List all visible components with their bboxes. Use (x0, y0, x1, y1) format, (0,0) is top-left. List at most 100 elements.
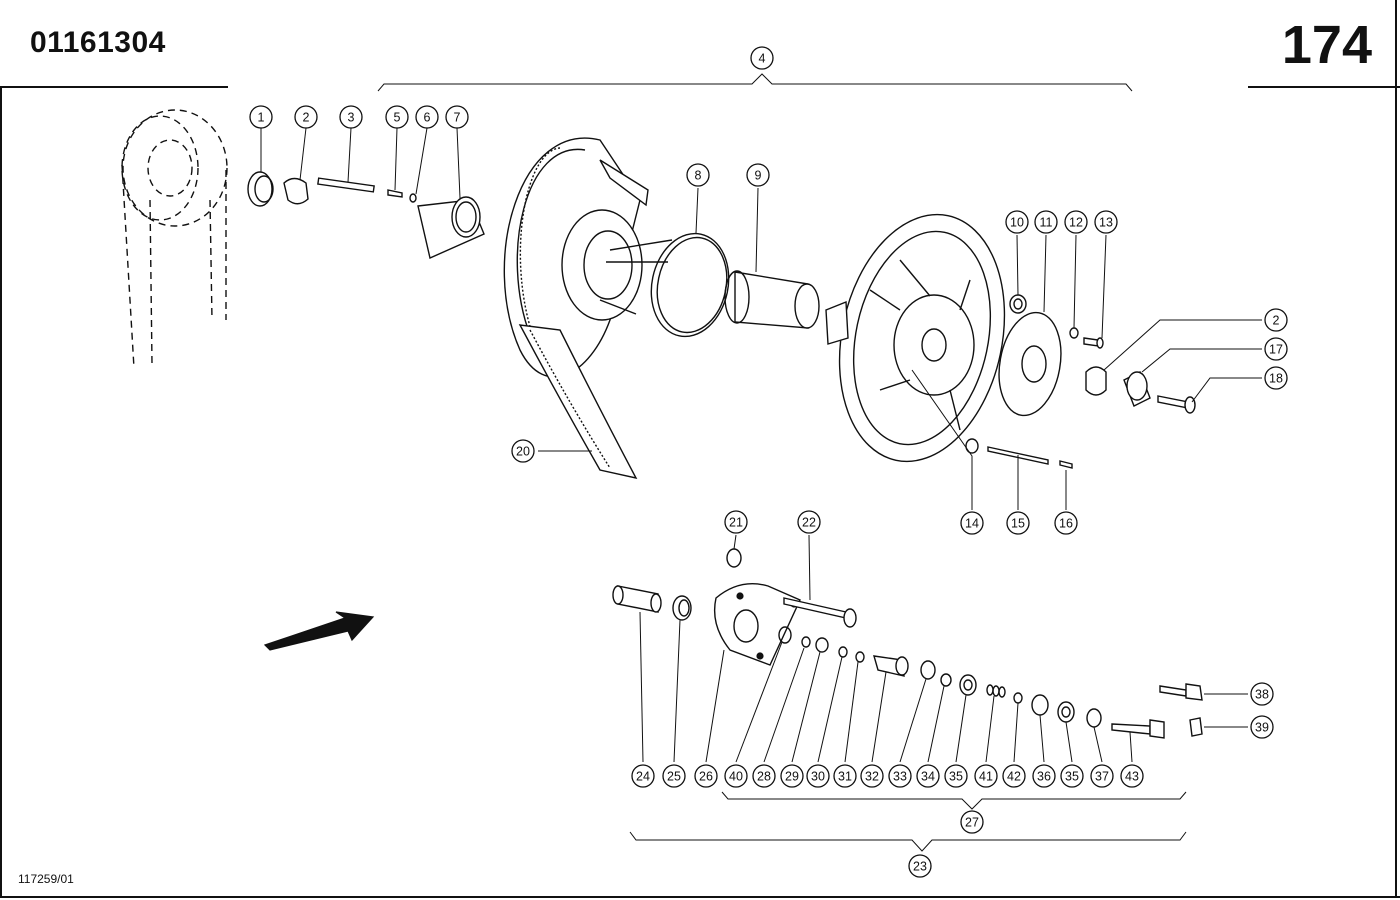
part-spoked-wheel-4 (825, 213, 1006, 463)
callout-label: 15 (1011, 517, 1025, 531)
callout-circle (1094, 210, 1118, 234)
drawing-reference: 117259/01 (18, 872, 74, 886)
callout-circle (385, 105, 409, 129)
part-screw-13 (1083, 337, 1104, 349)
callout-21: 21 (724, 510, 748, 534)
callout-12: 12 (1064, 210, 1088, 234)
callout-label: 17 (1269, 343, 1283, 357)
callout-circle (724, 764, 748, 788)
callout-8: 8 (686, 163, 710, 187)
callout-circle (780, 764, 804, 788)
part-washer-12 (1069, 327, 1079, 339)
callout-circle (249, 105, 273, 129)
callout-circle (511, 439, 535, 463)
callout-label: 7 (454, 111, 461, 125)
callout-label: 5 (394, 111, 401, 125)
callout-13: 13 (1094, 210, 1118, 234)
callout-41: 41 (974, 764, 998, 788)
callout-circle (662, 764, 686, 788)
callout-label: 21 (729, 516, 743, 530)
callout-27: 27 (960, 810, 984, 834)
callout-24: 24 (631, 764, 655, 788)
callout-circle (908, 854, 932, 878)
callout-25: 25 (662, 764, 686, 788)
callout-3: 3 (339, 105, 363, 129)
callout-circle (294, 105, 318, 129)
callout-label: 1 (258, 111, 265, 125)
part-ring-37 (1086, 708, 1102, 728)
callout-circle (1250, 715, 1274, 739)
part-sleeve-9 (724, 270, 820, 329)
part-washer-14 (965, 438, 979, 454)
callout-label: 24 (636, 770, 650, 784)
callout-10: 10 (1005, 210, 1029, 234)
callout-30: 30 (806, 764, 830, 788)
callout-circle (1002, 764, 1026, 788)
callout-label: 36 (1037, 770, 1051, 784)
part-fitting-38 (1159, 683, 1203, 701)
callout-label: 42 (1007, 770, 1021, 784)
callout-circle (1032, 764, 1056, 788)
callout-circle (806, 764, 830, 788)
part-washer-6 (409, 193, 417, 203)
part-ring-1 (247, 171, 274, 207)
part-sleeve-24 (612, 585, 662, 613)
callout-29: 29 (780, 764, 804, 788)
callout-label: 34 (921, 770, 935, 784)
callout-circle (1064, 210, 1088, 234)
part-bushing-2 (283, 177, 309, 205)
callout-circle (339, 105, 363, 129)
part-housing-26 (713, 583, 801, 666)
callout-6: 6 (415, 105, 439, 129)
page-number: 174 (1281, 15, 1372, 75)
callout-label: 14 (965, 517, 979, 531)
callout-31: 31 (833, 764, 857, 788)
callout-label: 39 (1255, 721, 1269, 735)
callout-35a: 35 (944, 764, 968, 788)
callout-circle (916, 764, 940, 788)
callout-38: 38 (1250, 682, 1274, 706)
callout-circle (860, 764, 884, 788)
callout-label: 40 (729, 770, 743, 784)
callout-label: 8 (695, 169, 702, 183)
direction-arrow-icon (263, 611, 375, 651)
callout-28: 28 (752, 764, 776, 788)
part-flange-11 (998, 311, 1062, 417)
part-pin-3 (317, 177, 375, 193)
callout-label: 9 (755, 169, 762, 183)
callout-label: 35 (1065, 770, 1079, 784)
part-ring-28 (801, 636, 811, 648)
callout-label: 29 (785, 770, 799, 784)
callout-circle (445, 105, 469, 129)
part-ring-8 (650, 232, 730, 338)
callout-32: 32 (860, 764, 884, 788)
part-washers-41 (986, 684, 1006, 698)
part-sleeve-7 (417, 196, 485, 259)
callout-label: 6 (424, 111, 431, 125)
callout-circle (415, 105, 439, 129)
part-pulley-belt-20 (503, 137, 673, 480)
callout-23: 23 (908, 854, 932, 878)
part-screw-5 (387, 189, 403, 198)
callout-1: 1 (249, 105, 273, 129)
callout-4: 4 (750, 46, 774, 70)
callout-label: 3 (348, 111, 355, 125)
callout-circle (1090, 764, 1114, 788)
callout-43: 43 (1120, 764, 1144, 788)
callout-circle (974, 764, 998, 788)
callout-34: 34 (916, 764, 940, 788)
callout-22: 22 (797, 510, 821, 534)
part-bearing-29 (815, 637, 829, 653)
callout-circle (888, 764, 912, 788)
callout-2b: 2 (1264, 308, 1288, 332)
callout-label: 31 (838, 770, 852, 784)
callout-16: 16 (1054, 511, 1078, 535)
callout-label: 30 (811, 770, 825, 784)
part-washer-30 (838, 646, 848, 658)
callout-label: 20 (516, 445, 530, 459)
callout-label: 25 (667, 770, 681, 784)
part-nozzle-43 (1111, 719, 1165, 739)
part-bolt-18 (1157, 395, 1196, 414)
